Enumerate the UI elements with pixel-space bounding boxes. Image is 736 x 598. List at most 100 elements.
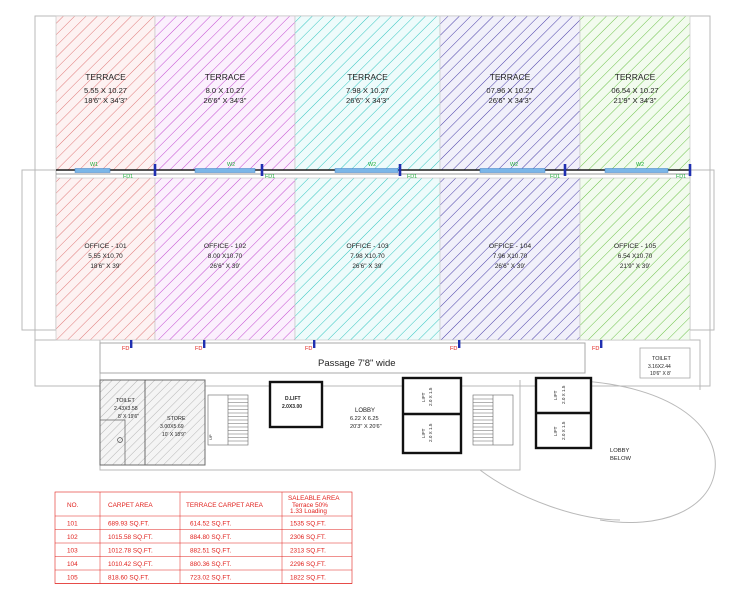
lobby: LOBBY 6.22 X 6.25 20'3" X 20'6": [350, 408, 382, 430]
table-header-1: NO.: [67, 502, 79, 509]
store-imperial: 10' X 18'9": [162, 432, 186, 438]
office-3-metric: 7.98 X10.70: [350, 253, 385, 260]
toilet-right: TOILET 3.16X2.44 10'6" X 8': [639, 347, 691, 379]
fire-door-marker-3: [313, 340, 316, 348]
toilet-right-metric: 3.16X2.44: [648, 364, 671, 370]
toilet-left-name: TOILET: [116, 398, 135, 404]
office-4-metric: 7.96 X10.70: [493, 253, 528, 260]
office-5-imperial: 21'9" X 39': [620, 263, 650, 270]
office-block-4: [439, 177, 581, 341]
table-cell: 689.93 SQ.FT.: [108, 521, 149, 528]
office-3-name: OFFICE - 103: [346, 243, 389, 250]
terrace-block-1: [55, 15, 156, 171]
table-cell: 614.52 SQ.FT.: [190, 521, 231, 528]
toilet-right-imperial: 10'6" X 8': [650, 371, 671, 377]
terrace-4-metric: 07.96 X 10.27: [486, 86, 533, 95]
toilet-left: TOILET 2.43X3.58 8' X 19'6": [99, 379, 146, 466]
office-1-imperial: 18'6" X 39': [90, 263, 120, 270]
office-4-imperial: 26'6" X 39': [495, 263, 525, 270]
store-name: STORE: [167, 416, 186, 422]
terrace-3-name: TERRACE: [347, 72, 388, 82]
toilet-left-metric: 2.43X3.58: [114, 406, 138, 412]
duct-line1: D.LIFT: [285, 396, 301, 402]
door-marker-5: [688, 164, 692, 176]
lift-bank-right: LIFT 2.0 X 1.5 LIFT 2.0 X 1.5: [534, 376, 593, 450]
passage-label: Passage 7'8" wide: [318, 358, 396, 369]
office-2-imperial: 26'6" X 39': [210, 263, 240, 270]
table-cell: 101: [67, 521, 78, 528]
store: STORE 3.00X5.69 10' X 18'9": [144, 379, 206, 466]
terrace-1-metric: 5.55 X 10.27: [84, 86, 127, 95]
table-cell: 1010.42 SQ.FT.: [108, 561, 153, 568]
table-cell: 103: [67, 548, 78, 555]
duct-line2: 2.0X3.00: [282, 404, 302, 410]
window-2: [194, 168, 256, 173]
terrace-5-imperial: 21'9" X 34'3": [614, 96, 657, 105]
office-4-name: OFFICE - 104: [489, 243, 532, 250]
fire-door-marker-1: [130, 340, 133, 348]
table-cell: 105: [67, 575, 78, 582]
lift-bank-center: LIFT 2.0 X 1.5 LIFT 2.0 X 1.5: [401, 376, 463, 455]
lift-3-name: LIFT: [553, 390, 558, 400]
fire-door-marker-2: [203, 340, 206, 348]
terrace-4-imperial: 26'6" X 34'3": [489, 96, 532, 105]
terrace-3-imperial: 26'6" X 34'3": [346, 96, 389, 105]
table-cell: 882.51 SQ.FT.: [190, 548, 231, 555]
lift-3-size: 2.0 X 1.5: [561, 385, 566, 404]
terrace-2-imperial: 26'6" X 34'3": [204, 96, 247, 105]
terrace-3-metric: 7.98 X 10.27: [346, 86, 389, 95]
table-cell: 1535 SQ.FT.: [290, 521, 326, 528]
table-header-4: SALEABLE AREA: [288, 495, 340, 502]
terrace-4-name: TERRACE: [490, 72, 531, 82]
toilet-left-imperial: 8' X 19'6": [118, 414, 139, 420]
table-cell: 880.36 SQ.FT.: [190, 561, 231, 568]
table-cell: 2296 SQ.FT.: [290, 561, 326, 568]
lift-4-name: LIFT: [553, 426, 558, 436]
terrace-1-name: TERRACE: [85, 72, 126, 82]
table-cell: 104: [67, 561, 78, 568]
window-3-label: W2: [368, 162, 376, 168]
lobby-metric: 6.22 X 6.25: [350, 416, 379, 422]
fire-door-marker-5: [600, 340, 603, 348]
fire-door-3: FD: [305, 346, 312, 352]
terrace-5-name: TERRACE: [615, 72, 656, 82]
window-2-label: W2: [227, 162, 235, 168]
lift-1-size: 2.0 X 1.5: [428, 387, 433, 406]
office-2-metric: 8.00 X10.70: [208, 253, 243, 260]
window-5-label: W2: [636, 162, 644, 168]
lift-4-size: 2.0 X 1.5: [561, 421, 566, 440]
table-cell: 818.60 SQ.FT.: [108, 575, 149, 582]
lobby-imperial: 20'3" X 20'6": [350, 424, 382, 430]
window-1-label: W1: [90, 162, 98, 168]
table-cell: 102: [67, 534, 78, 541]
lobby-below-line1: LOBBY: [610, 448, 629, 454]
fire-door-marker-4: [458, 340, 461, 348]
table-header-2: CARPET AREA: [108, 502, 153, 509]
window-4: [479, 168, 546, 173]
stair-up-label: UP: [208, 434, 213, 440]
door-marker-3: [398, 164, 402, 176]
store-metric: 3.00X5.69: [160, 424, 184, 430]
toilet-right-name: TOILET: [652, 356, 671, 362]
table-cell: 2306 SQ.FT.: [290, 534, 326, 541]
table-cell: 1012.78 SQ.FT.: [108, 548, 153, 555]
window-1: [74, 168, 111, 173]
table-header-note-2: 1.33 Loading: [290, 508, 327, 515]
terrace-1-imperial: 18'6" X 34'3": [84, 96, 127, 105]
office-3-imperial: 26'6" X 39': [352, 263, 382, 270]
window-4-label: W2: [510, 162, 518, 168]
table-header-note-1: Terrace 50%: [292, 502, 328, 509]
terrace-block-2: [154, 15, 296, 171]
door-marker-1: [153, 164, 157, 176]
office-1-metric: 5.55 X10.70: [88, 253, 123, 260]
table-cell: 1822 SQ.FT.: [290, 575, 326, 582]
lobby-below: LOBBY BELOW: [610, 448, 631, 462]
table-cell: 723.02 SQ.FT.: [190, 575, 231, 582]
window-3: [334, 168, 399, 173]
office-5-metric: 6.54 X10.70: [618, 253, 653, 260]
table-cell: 2313 SQ.FT.: [290, 548, 326, 555]
